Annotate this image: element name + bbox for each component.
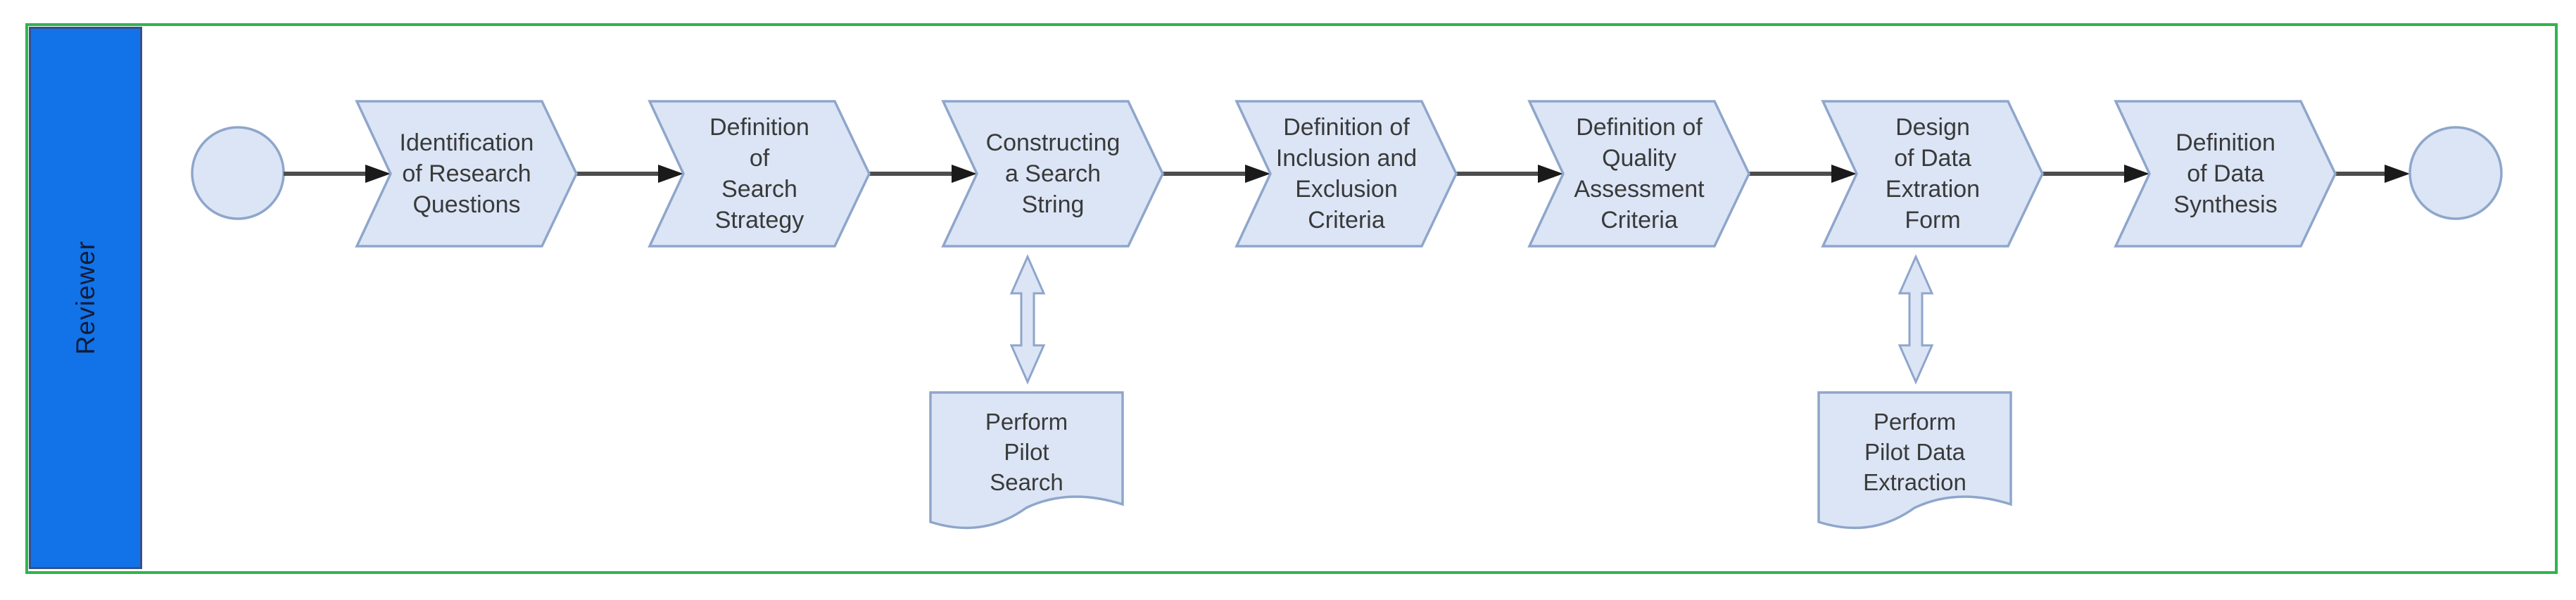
end-event-circle xyxy=(2408,126,2503,220)
lane-reviewer: Reviewer xyxy=(29,27,142,569)
arrowhead-icon xyxy=(1245,165,1270,183)
arrowhead-icon xyxy=(1538,165,1563,183)
arrowhead-icon xyxy=(952,165,977,183)
flow-connector xyxy=(1456,165,1563,183)
step-label: Definition of Search Strategy xyxy=(709,114,809,234)
arrowhead-icon xyxy=(2124,165,2149,183)
flow-connector xyxy=(284,165,391,183)
document-label: Perform Pilot Data Extraction xyxy=(1863,409,1966,495)
step-label: Constructing a Search String xyxy=(985,129,1120,218)
arrowhead-icon xyxy=(365,165,391,183)
arrowhead-icon xyxy=(2385,165,2410,183)
flow-connector xyxy=(2335,165,2410,183)
step-chevron-data-extraction-form xyxy=(1821,100,2044,248)
step-label: Definition of Inclusion and Exclusion Cr… xyxy=(1275,114,1418,234)
step-chevron-data-synthesis xyxy=(2114,100,2337,248)
step-label: Definition of Data Synthesis xyxy=(2173,129,2278,218)
step-label: Identification of Research Questions xyxy=(399,129,534,218)
double-arrow-icon xyxy=(1009,254,1046,385)
step-chevron-search-strategy xyxy=(648,100,871,248)
step-chevron-identification xyxy=(355,100,578,248)
arrowhead-icon xyxy=(658,165,683,183)
step-chevron-search-string xyxy=(941,100,1164,248)
step-chevron-quality-assessment xyxy=(1527,100,1750,248)
flow-connector xyxy=(1749,165,1857,183)
flow-connector xyxy=(1163,165,1270,183)
document-pilot-search xyxy=(929,391,1124,530)
arrowhead-icon xyxy=(1831,165,1857,183)
document-label: Perform Pilot Search xyxy=(985,409,1068,495)
step-label: Definition of Quality Assessment Criteri… xyxy=(1574,114,1705,234)
double-arrow-icon xyxy=(1898,254,1934,385)
step-chevron-inclusion-exclusion xyxy=(1235,100,1458,248)
flow-connector xyxy=(576,165,683,183)
step-label: Design of Data Extration Form xyxy=(1885,114,1981,234)
start-event-circle xyxy=(191,126,285,220)
flow-connectors xyxy=(284,165,2410,183)
document-pilot-data-extraction xyxy=(1817,391,2012,530)
flow-connector xyxy=(2043,165,2149,183)
flow-connector xyxy=(869,165,977,183)
